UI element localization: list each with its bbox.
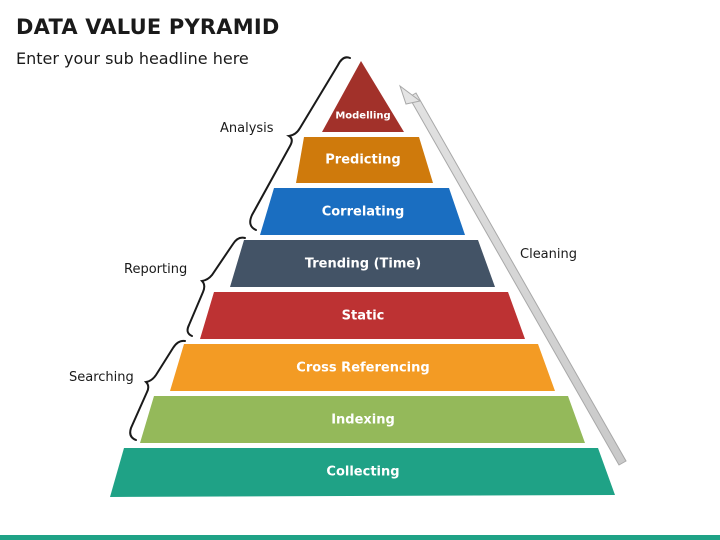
pyramid-level-modelling: Modelling: [322, 61, 404, 132]
level-label: Trending (Time): [305, 257, 421, 272]
footer-bar: [0, 535, 720, 540]
level-shape: [230, 240, 495, 287]
brace-reporting: [186, 236, 246, 337]
pyramid-level-indexing: Indexing: [140, 396, 585, 443]
level-shape: [200, 292, 525, 339]
level-shape: [296, 137, 433, 183]
pyramid-level-cross-referencing: Cross Referencing: [170, 344, 555, 391]
cleaning-arrow: [399, 84, 627, 466]
level-label: Correlating: [322, 205, 405, 220]
level-shape: [110, 448, 615, 497]
brace-analysis: [249, 56, 351, 231]
level-shape: [322, 61, 404, 132]
page-subtitle: Enter your sub headline here: [16, 49, 249, 68]
level-label: Modelling: [335, 111, 390, 122]
group-label-searching: Searching: [69, 370, 134, 385]
level-label: Static: [342, 309, 385, 324]
level-shape: [170, 344, 555, 391]
brace-searching: [129, 339, 186, 441]
level-label: Indexing: [331, 413, 395, 428]
level-shape: [140, 396, 585, 443]
level-label: Collecting: [326, 465, 399, 480]
pyramid-level-collecting: Collecting: [110, 448, 615, 497]
cleaning-label: Cleaning: [520, 247, 577, 262]
pyramid-level-trending: Trending (Time): [230, 240, 495, 287]
level-label: Predicting: [325, 153, 400, 168]
group-label-reporting: Reporting: [124, 262, 188, 277]
level-shape: [260, 188, 465, 235]
page-title: DATA VALUE PYRAMID: [16, 15, 280, 39]
pyramid-level-predicting: Predicting: [296, 137, 433, 183]
pyramid-level-correlating: Correlating: [260, 188, 465, 235]
level-label: Cross Referencing: [296, 361, 429, 376]
pyramid-level-static: Static: [200, 292, 525, 339]
group-label-analysis: Analysis: [220, 121, 274, 136]
